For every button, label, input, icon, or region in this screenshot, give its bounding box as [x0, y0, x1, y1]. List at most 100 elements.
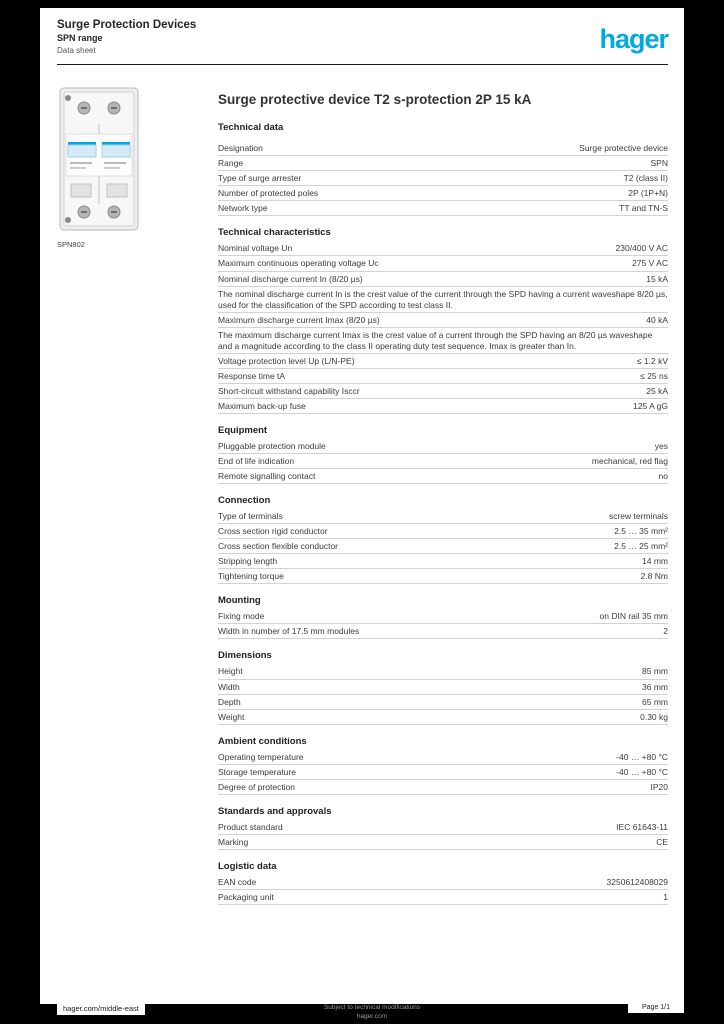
section-title: Equipment: [218, 424, 268, 436]
section-title: Technical characteristics: [218, 227, 331, 239]
spec-label: Maximum discharge current Imax (8/20 µs): [218, 314, 380, 325]
spec-label: Weight: [218, 711, 245, 722]
footer-note-line2: hager.com: [356, 1012, 388, 1020]
spec-label: Tightening torque: [218, 571, 284, 582]
spec-value: 14 mm: [642, 556, 668, 567]
technical-data-heading: Technical data: [218, 122, 284, 134]
spec-value: on DIN rail 35 mm: [599, 611, 669, 622]
spec-note-row: The maximum discharge current Imax is th…: [218, 328, 668, 354]
spec-label: Cross section rigid conductor: [218, 526, 328, 537]
spec-value: 2.5 … 25 mm²: [614, 541, 668, 552]
spec-row: Designation Surge protective device: [218, 141, 668, 157]
spec-value: 2P (1P+N): [628, 188, 668, 199]
header-title: Surge Protection Devices: [57, 19, 197, 31]
spec-value: 15 kA: [646, 273, 668, 284]
spec-label: Maximum continuous operating voltage Uc: [218, 258, 379, 269]
spec-value: SPN: [650, 158, 668, 169]
spec-value: IEC 61643-11: [616, 821, 668, 832]
spec-label: Number of protected poles: [218, 188, 319, 199]
spec-value: 0.30 kg: [640, 711, 668, 722]
section-title: Mounting: [218, 595, 261, 607]
product-image-caption: SPN802: [57, 240, 85, 249]
product-image: [57, 86, 141, 232]
spec-note-row: The nominal discharge current In is the …: [218, 287, 668, 313]
section-title: Ambient conditions: [218, 735, 307, 747]
spec-row: Short-circuit withstand capability Isccr…: [218, 384, 668, 399]
spec-label: Degree of protection: [218, 781, 296, 792]
spec-label: Pluggable protection module: [218, 440, 326, 451]
spec-row: Height 85 mm: [218, 664, 668, 680]
spec-row: Packaging unit 1: [218, 890, 668, 905]
spec-row: Maximum discharge current Imax (8/20 µs)…: [218, 313, 668, 328]
spec-value: yes: [654, 440, 668, 451]
spec-label: Type of terminals: [218, 511, 283, 522]
document-page: Surge Protection Devices SPN range Data …: [40, 8, 684, 1004]
header-subtitle: Data sheet: [57, 45, 96, 55]
spd-device-illustration: [59, 87, 139, 231]
spec-label: Fixing mode: [218, 611, 265, 622]
spec-row: Tightening torque 2.8 Nm: [218, 569, 668, 585]
spec-label: Type of surge arrester: [218, 173, 302, 184]
footer-center-text: Subject to technical modifications hager…: [292, 1004, 452, 1022]
hager-logo: hager: [599, 24, 669, 54]
spec-label: Storage temperature: [218, 766, 296, 777]
spec-value: 1: [663, 891, 668, 902]
spec-label: Marking: [218, 836, 249, 847]
spec-value: IP20: [650, 781, 669, 792]
spec-label: Cross section flexible conductor: [218, 541, 339, 552]
spec-row: Nominal discharge current In (8/20 µs)15…: [218, 272, 668, 287]
spec-label: Range: [218, 158, 244, 169]
spec-row: Cross section rigid conductor 2.5 … 35 mm…: [218, 524, 668, 540]
spec-row: Range SPN: [218, 156, 668, 172]
spec-row: End of life indication mechanical, red fl…: [218, 454, 668, 470]
spec-row: Type of surge arrester T2 (class II): [218, 171, 668, 187]
spec-label: Response time tA: [218, 370, 286, 381]
spec-value: mechanical, red flag: [591, 456, 668, 467]
spec-value: TT and TN-S: [619, 203, 668, 214]
spec-value: 85 mm: [642, 666, 668, 677]
spec-value: 25 kA: [646, 385, 668, 396]
section-title: Connection: [218, 495, 271, 507]
spec-label: Network type: [218, 203, 268, 214]
section-title: Logistic data: [218, 860, 277, 872]
spec-value: 2.5 … 35 mm²: [614, 526, 668, 537]
spec-value: 125 A gG: [633, 400, 668, 411]
spec-value: T2 (class II): [623, 173, 668, 184]
spec-row: Maximum back-up fuse 125 A gG: [218, 399, 668, 414]
spec-value: 2.8 Nm: [640, 571, 668, 582]
footer-note-line1: Subject to technical modifications: [323, 1004, 421, 1011]
spec-label: Maximum back-up fuse: [218, 400, 306, 411]
spec-label: The maximum discharge current Imax is th…: [218, 329, 653, 351]
spec-label: Width: [218, 681, 240, 692]
header-divider: [57, 64, 668, 65]
footer-url[interactable]: hager.com/middle-east: [57, 1002, 145, 1015]
spec-row: Fixing mode on DIN rail 35 mm: [218, 609, 669, 625]
spec-label: Height: [218, 666, 243, 677]
spec-label: Designation: [218, 143, 263, 154]
section-title: Dimensions: [218, 650, 272, 662]
spec-row: Operating temperature-40 … +80 °C: [218, 750, 668, 765]
spec-label: Remote signalling contact: [218, 471, 316, 482]
spec-row: Voltage protection level Up (L/N-PE)≤ 1.…: [218, 354, 668, 369]
spec-value: ≤ 1.2 kV: [636, 355, 668, 366]
spec-row: Network type TT and TN-S: [218, 201, 668, 217]
spec-value: 3250612408029: [606, 876, 668, 887]
spec-row: Degree of protection IP20: [218, 780, 668, 795]
spec-value: -40 … +80 °C: [616, 766, 668, 777]
spec-value: Surge protective device: [579, 143, 668, 154]
header-range: SPN range: [57, 33, 103, 44]
spec-label: Short-circuit withstand capability Isccr: [218, 385, 360, 396]
spec-label: Width in number of 17.5 mm modules: [218, 626, 360, 637]
spec-row: Storage temperature -40 … +80 °C: [218, 765, 668, 780]
spec-label: End of life indication: [218, 456, 295, 467]
spec-row: Response time tA≤ 25 ns: [218, 369, 668, 384]
spec-label: Packaging unit: [218, 891, 274, 902]
